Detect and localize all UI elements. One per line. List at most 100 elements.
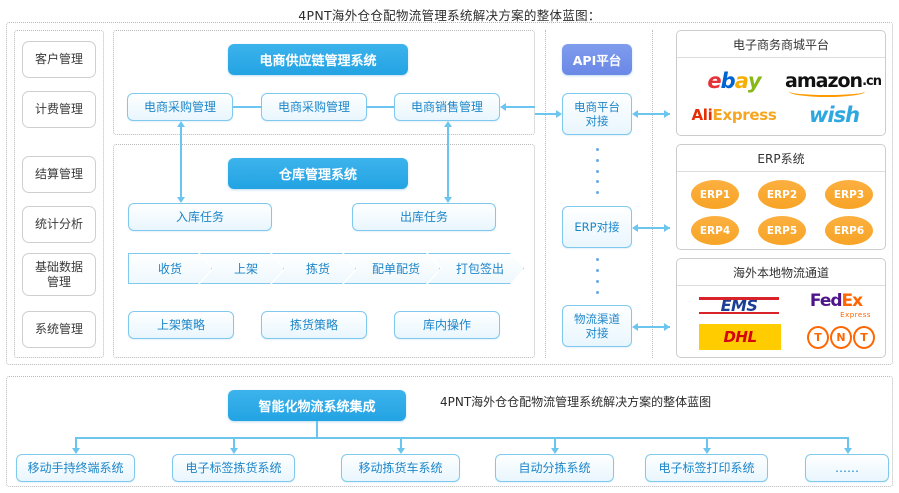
node-erp-integration[interactable]: ERP对接	[562, 206, 632, 248]
arrow-right-into-ecom-platform	[556, 110, 562, 118]
top-section-frame	[6, 22, 893, 365]
bottom-arrow-4	[551, 448, 559, 454]
process-step-receive[interactable]: 收货	[128, 253, 212, 284]
bottom-drop-1	[75, 437, 77, 450]
dhl-logo: DHL	[699, 324, 781, 350]
aliexpress-express: Express	[712, 106, 777, 124]
connector-logistics-to-panel	[638, 326, 670, 328]
node-inwarehouse-ops[interactable]: 库内操作	[394, 311, 500, 339]
process-step-putaway[interactable]: 上架	[200, 253, 284, 284]
process-step-allocation[interactable]: 配单配货	[344, 253, 440, 284]
panel-ecommerce-title: 电子商务商城平台	[677, 31, 885, 58]
erp-item-4[interactable]: ERP4	[691, 216, 739, 245]
node-logistics-channel-integration[interactable]: 物流渠道 对接	[562, 305, 632, 347]
ebay-letter-e: e	[707, 69, 721, 93]
node-etag-printing-system[interactable]: 电子标签打印系统	[645, 454, 768, 482]
connector-ecom-platform-to-panel	[638, 113, 670, 115]
sidebar-item-customer[interactable]: 客户管理	[22, 41, 96, 78]
arrow-right-into-erp-panel	[664, 224, 670, 232]
node-inbound-task[interactable]: 入库任务	[128, 203, 272, 231]
fedex-fed: Fed	[809, 291, 843, 311]
supply-chain-header: 电商供应链管理系统	[228, 44, 408, 75]
bottom-arrow-5	[703, 448, 711, 454]
connector-sales-outbound	[447, 127, 449, 197]
sidebar-item-settlement[interactable]: 结算管理	[22, 156, 96, 193]
connector-purchase1-purchase2	[233, 106, 261, 108]
node-ecom-purchase-1[interactable]: 电商采购管理	[127, 93, 233, 121]
api-dots-lower	[595, 258, 599, 294]
bottom-drop-2	[233, 437, 235, 450]
node-ecom-purchase-2[interactable]: 电商采购管理	[261, 93, 367, 121]
node-mobile-handheld-terminal[interactable]: 移动手持终端系统	[16, 454, 135, 482]
supply-chain-frame	[113, 30, 535, 135]
connector-purchase-inbound	[180, 127, 182, 197]
arrow-down-to-inbound	[177, 197, 185, 203]
tnt-logo: T N T	[807, 325, 875, 349]
bottom-drop-4	[554, 437, 556, 450]
ebay-letter-a: a	[734, 69, 749, 93]
ems-bar-bottom	[699, 311, 779, 314]
arrow-down-to-outbound	[444, 197, 452, 203]
process-step-pack-out[interactable]: 打包签出	[428, 253, 524, 284]
sidebar-item-billing[interactable]: 计费管理	[22, 91, 96, 128]
bottom-arrow-1	[72, 448, 80, 454]
arrow-into-sales	[500, 103, 506, 111]
arrow-right-into-logistics-panel	[664, 323, 670, 331]
node-etag-picking-system[interactable]: 电子标签拣货系统	[172, 454, 295, 482]
bottom-arrow-6	[844, 448, 852, 454]
left-rail-frame	[14, 30, 104, 358]
process-step-picking[interactable]: 拣货	[272, 253, 356, 284]
ems-logo: EMS	[699, 292, 779, 318]
sidebar-item-master-data[interactable]: 基础数据 管理	[22, 253, 96, 296]
node-outbound-task[interactable]: 出库任务	[352, 203, 496, 231]
api-right-divider	[652, 30, 653, 358]
ebay-letter-b: b	[720, 69, 736, 93]
node-picking-strategy[interactable]: 拣货策略	[261, 311, 367, 339]
arrow-left-into-ecom-platform	[632, 110, 638, 118]
node-ecom-sales[interactable]: 电商销售管理	[394, 93, 500, 121]
connector-purchase2-sales	[367, 106, 394, 108]
bottom-drop-3	[400, 437, 402, 450]
bottom-drop-5	[706, 437, 708, 450]
node-more-ellipsis[interactable]: ……	[805, 454, 889, 482]
page-title: 4PNT海外仓仓配物流管理系统解决方案的整体蓝图：	[298, 8, 601, 23]
node-auto-sorting-system[interactable]: 自动分拣系统	[495, 454, 614, 482]
arrow-right-into-ecom-panel	[664, 110, 670, 118]
panel-erp-systems: ERP系统 ERP1 ERP2 ERP3 ERP4 ERP5 ERP6	[676, 144, 886, 250]
api-left-divider	[545, 30, 546, 358]
aliexpress-ali: Ali	[691, 106, 713, 124]
sidebar-item-system[interactable]: 系统管理	[22, 311, 96, 348]
arrow-up-to-purchase	[177, 121, 185, 127]
tnt-letter-t1: T	[807, 325, 829, 349]
fedex-ex: Ex	[841, 291, 864, 311]
node-mobile-picking-cart[interactable]: 移动拣货车系统	[341, 454, 460, 482]
erp-item-5[interactable]: ERP5	[758, 216, 806, 245]
bottom-title: 4PNT海外仓仓配物流管理系统解决方案的整体蓝图	[440, 395, 712, 409]
erp-item-3[interactable]: ERP3	[825, 180, 873, 209]
bottom-section-frame	[6, 376, 893, 487]
erp-item-6[interactable]: ERP6	[825, 216, 873, 245]
bottom-drop-6	[847, 437, 849, 450]
panel-logistics-title: 海外本地物流通道	[677, 259, 885, 286]
amazon-tld: .cn	[862, 73, 882, 89]
ems-wordmark: EMS	[720, 295, 758, 315]
node-ecom-platform-integration[interactable]: 电商平台 对接	[562, 93, 632, 135]
bottom-trunk	[316, 421, 318, 438]
warehouse-header: 仓库管理系统	[228, 158, 408, 189]
node-putaway-strategy[interactable]: 上架策略	[128, 311, 234, 339]
wish-logo: wish	[808, 103, 860, 127]
erp-item-1[interactable]: ERP1	[691, 180, 739, 209]
api-dots-upper	[595, 148, 599, 194]
sidebar-item-statistics[interactable]: 统计分析	[22, 206, 96, 243]
erp-item-2[interactable]: ERP2	[758, 180, 806, 209]
connector-left-to-ecom-platform	[535, 113, 556, 115]
tnt-letter-n: N	[830, 325, 852, 349]
connector-erp-to-panel	[638, 227, 670, 229]
connector-frame-to-sales	[506, 106, 535, 108]
ebay-letter-y: y	[747, 69, 762, 93]
